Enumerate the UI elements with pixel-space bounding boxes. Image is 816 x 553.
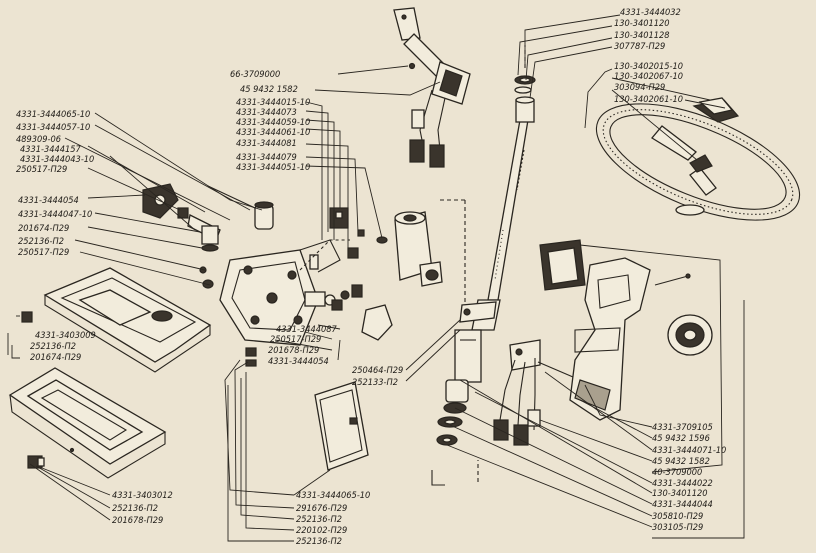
part-label: 201678-П29 <box>268 345 319 356</box>
valve-housing <box>394 211 443 287</box>
part-label: 291676-П29 <box>296 503 347 514</box>
part-label: 250464-П29 <box>352 365 403 376</box>
part-label: 201678-П29 <box>112 515 163 526</box>
part-label: 130-3402015-10 <box>614 61 683 72</box>
part-label: 45 9432 1582 <box>240 84 298 95</box>
part-label: 252136-П2 <box>296 536 342 547</box>
part-label: 4331-3444043-10 <box>20 154 94 165</box>
part-label: 303094-П29 <box>614 82 665 93</box>
part-label: 252136-П2 <box>296 514 342 525</box>
steering-column-shaft <box>436 75 536 446</box>
part-label: 201674-П29 <box>18 223 69 234</box>
part-label: 303105-П29 <box>652 522 703 533</box>
part-label: 4331-3403009 <box>35 330 96 341</box>
part-label: 252136-П2 <box>112 503 158 514</box>
part-labels: 4331-3444032 130-3401120 130-3401128 307… <box>16 7 726 547</box>
part-label: 4331-3444032 <box>620 7 681 18</box>
light-switch-assembly <box>493 339 581 446</box>
part-label: 252133-П2 <box>352 377 398 388</box>
part-label: 252136-П2 <box>18 236 64 247</box>
leader-lines <box>7 14 745 542</box>
part-label: 4331-3444073 <box>236 107 297 118</box>
part-label: 307787-П29 <box>614 41 665 52</box>
floor-cover-plate <box>8 367 167 479</box>
part-label: 4331-3444057-10 <box>16 122 90 133</box>
part-label: 4331-3444065-10 <box>16 109 90 120</box>
part-label: 4331-3444054 <box>18 195 79 206</box>
part-label: 4331-3709105 <box>652 422 713 433</box>
part-label: 4331-3444061-10 <box>236 127 310 138</box>
steering-wheel <box>595 97 801 221</box>
pedal-bracket <box>219 239 350 346</box>
part-label: 305810-П29 <box>652 511 703 522</box>
part-label: 4331-3444044 <box>652 499 713 510</box>
part-label: 4331-3444054 <box>268 356 329 367</box>
part-label: 252136-П2 <box>30 341 76 352</box>
part-label: 4331-3444051-10 <box>236 162 310 173</box>
part-label: 66-3709000 <box>230 69 280 80</box>
part-label: 220102-П29 <box>296 525 347 536</box>
part-label: 130-3401120 <box>652 488 708 499</box>
part-label: 4331-3444022 <box>652 478 713 489</box>
part-label: 130-3402061-10 <box>614 94 683 105</box>
part-label: 45 9432 1596 <box>652 433 710 444</box>
part-label: 201674-П29 <box>30 352 81 363</box>
part-label: 4331-3403012 <box>112 490 173 501</box>
column-cover <box>539 239 713 421</box>
part-label: 4331-3444065-10 <box>296 490 370 501</box>
part-label: 4331-3444081 <box>236 138 297 149</box>
part-label: 45 9432 1582 <box>652 456 710 467</box>
part-label: 4331-3444047-10 <box>18 209 92 220</box>
floor-boot <box>43 267 212 373</box>
part-label: 489309-06 <box>16 134 61 145</box>
part-label: 4331-3444087 <box>276 324 338 335</box>
part-label: 250517-П29 <box>16 164 67 175</box>
part-label: 130-3402067-10 <box>614 71 683 82</box>
turn-signal-switch <box>393 7 471 168</box>
part-label: 250517-П29 <box>18 247 69 258</box>
part-label: 130-3401128 <box>614 30 670 41</box>
part-label: 40-3709000 <box>652 467 702 478</box>
part-label: 130-3401120 <box>614 18 670 29</box>
part-label: 4331-3444079 <box>236 152 297 163</box>
part-label: 4331-3444071-10 <box>652 445 726 456</box>
part-label: 250517-П29 <box>270 334 321 345</box>
lower-cover <box>314 381 369 471</box>
part-label: 4331-3444059-10 <box>236 117 310 128</box>
part-label: 4331-3444015-10 <box>236 97 310 108</box>
part-label: 4331-3444157 <box>20 144 82 155</box>
